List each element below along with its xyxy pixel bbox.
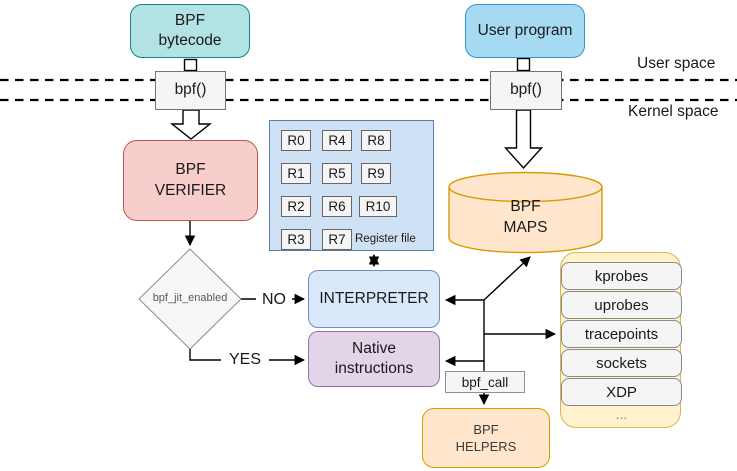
register-cell: R4: [322, 130, 352, 151]
edge-to-bpf-maps: [483, 256, 531, 301]
register-cell: R8: [361, 130, 391, 151]
register-cell: R1: [281, 163, 311, 184]
node-bpf-maps-label: BPF MAPS: [503, 198, 548, 237]
register-cell: R0: [281, 130, 311, 151]
node-user-program: User program: [465, 4, 585, 58]
node-native-instructions: Native instructions: [308, 331, 440, 387]
register-file-box: R0 R1 R2 R3 R4 R5 R6 R7 R8 R9 R10 Regist…: [269, 120, 434, 251]
hook-kprobes: kprobes: [561, 262, 682, 290]
bytecode-to-bpf-connector: [183, 58, 198, 72]
hook-uprobes: uprobes: [561, 291, 682, 319]
user-space-label: User space: [637, 55, 716, 72]
hook-xdp: XDP: [561, 378, 682, 406]
node-bpf-call: bpf_call: [445, 371, 525, 393]
node-bpf-helpers: BPF HELPERS: [422, 408, 550, 468]
kernel-space-label: Kernel space: [628, 103, 719, 120]
node-interpreter: INTERPRETER: [308, 270, 440, 328]
register-cell: R7: [322, 229, 352, 250]
register-cell: R3: [281, 229, 311, 250]
bpf-maps-cylinder-body: [448, 187, 603, 254]
hooks-container: kprobes uprobes tracepoints sockets XDP …: [560, 252, 682, 428]
register-cell: R5: [322, 163, 352, 184]
edge-label-no: NO: [256, 291, 292, 309]
register-cell: R6: [322, 196, 352, 217]
edge-label-yes: YES: [221, 351, 269, 369]
jit-decision-label: bpf_jit_enabled: [152, 292, 228, 304]
register-cell: R2: [281, 196, 311, 217]
userprogram-to-bpf-connector: [516, 57, 531, 72]
bpf-maps-cylinder-top: [448, 171, 603, 203]
node-bpf-syscall-left: bpf(): [155, 71, 226, 110]
register-cell: R10: [359, 196, 397, 217]
block-arrow-to-maps: [503, 109, 544, 170]
block-arrow-to-verifier: [169, 109, 213, 140]
register-file-label: Register file: [355, 233, 416, 245]
hook-sockets: sockets: [561, 349, 682, 377]
hook-tracepoints: tracepoints: [561, 320, 682, 348]
register-cell: R9: [361, 163, 391, 184]
node-bpf-bytecode: BPF bytecode: [130, 4, 250, 58]
node-bpf-syscall-right: bpf(): [490, 71, 562, 110]
hooks-more-ellipsis: ...: [615, 406, 628, 422]
node-bpf-verifier: BPF VERIFIER: [123, 140, 258, 221]
